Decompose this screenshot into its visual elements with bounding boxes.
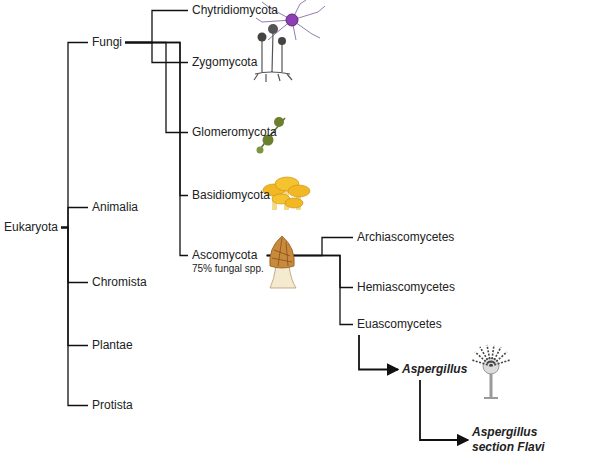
taxon-name: Euascomycetes [357, 317, 442, 332]
tree-branch [61, 228, 88, 346]
tree-branch [61, 228, 88, 406]
tree-branch [61, 228, 88, 283]
taxon-name: Basidiomycota [192, 188, 270, 203]
taxon-name: Ascomycota [192, 248, 264, 263]
taxon-name: Archiascomycetes [357, 230, 454, 245]
class-label: Archiascomycetes [355, 229, 456, 246]
taxon-name: Glomeromycota [192, 125, 277, 140]
taxon-name: Chytridiomycota [192, 3, 278, 18]
pointer-arrow [420, 380, 468, 440]
taxon-name: Eukaryota [4, 220, 58, 235]
phylum-label: Basidiomycota [190, 187, 272, 204]
zygomycete-icon [254, 24, 292, 82]
taxon-name: Animalia [92, 200, 138, 215]
taxon-name: Hemiascomycetes [357, 280, 455, 295]
section-label: Aspergillus section Flavi [470, 424, 562, 456]
tree-branch [125, 43, 188, 133]
genus-label: Aspergillus [400, 361, 469, 378]
kingdom-label: Chromista [90, 274, 149, 291]
tree-branch [125, 11, 188, 43]
taxon-name: Chromista [92, 275, 147, 290]
phylum-label: Ascomycota75% fungal spp. [190, 247, 266, 276]
phylum-label: Glomeromycota [190, 124, 279, 141]
phylum-label: Chytridiomycota [190, 2, 280, 19]
kingdom-label: Protista [90, 397, 135, 414]
pointer-arrow [359, 335, 398, 370]
phylum-label: Zygomycota [190, 54, 259, 71]
morel-icon [270, 236, 296, 288]
taxon-name: Plantae [92, 338, 133, 353]
taxon-name: Protista [92, 398, 133, 413]
class-label: Hemiascomycetes [355, 279, 457, 296]
note-text: 75% fungal spp. [192, 263, 264, 275]
taxon-name: Zygomycota [192, 55, 257, 70]
aspergillus-icon [472, 345, 510, 398]
tree-branch [125, 43, 188, 256]
chytrid-cell [286, 14, 298, 26]
tree-branch [125, 43, 188, 196]
basidiomycete-icon [263, 177, 310, 210]
taxon-name: Aspergillus section Flavi [472, 425, 560, 455]
kingdom-label: Plantae [90, 337, 135, 354]
tree-branch [125, 43, 188, 63]
tree-branch [61, 208, 88, 228]
root-label: Eukaryota [2, 219, 60, 236]
taxon-name: Fungi [92, 35, 122, 50]
taxon-name: Aspergillus [402, 362, 467, 377]
class-label: Euascomycetes [355, 316, 444, 333]
kingdom-label: Animalia [90, 199, 140, 216]
kingdom-label: Fungi [90, 34, 124, 51]
tree-branch [61, 43, 88, 228]
